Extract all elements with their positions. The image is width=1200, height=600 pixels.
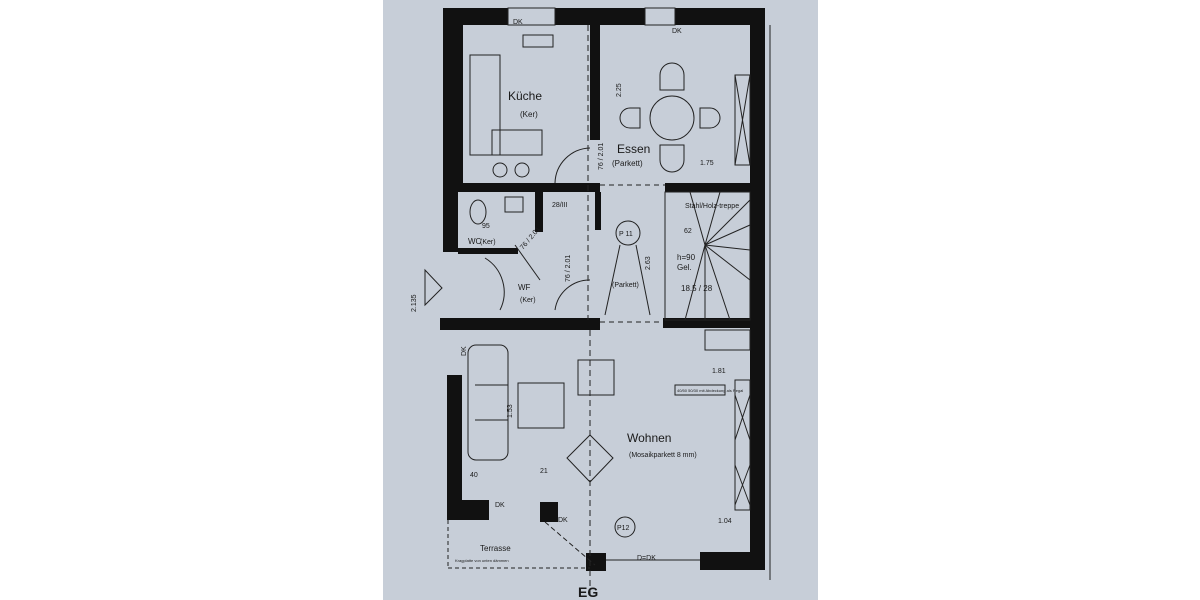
wall-bottom-right [700,552,765,570]
room-label-terrace: Terrasse [480,544,511,553]
kitchen-island [491,129,543,156]
dining-table [649,95,695,141]
dim-28: 28/III [552,202,568,209]
walls [440,8,765,571]
room-label-wf: WF [518,283,531,292]
wall-wc-bottom [458,248,518,254]
stair-treads [684,191,751,321]
window-element [734,379,751,511]
wall-right [750,8,765,570]
coffee-table [517,382,565,429]
kitchen-counter [469,54,501,156]
thin-lines [424,7,771,600]
radiator-fixture [704,329,751,351]
armchair [577,359,615,396]
room-label-wc: WC [468,237,482,246]
entrance-arrow [424,268,443,307]
stairs-height: h=90 [677,253,696,262]
wall-kitchen-dining [590,25,600,140]
marker-p11: P 11 [619,231,633,238]
room-label-kitchen: Küche [508,89,542,103]
window-kitchen [507,7,556,26]
hall-line [604,244,621,316]
dim-40: 40 [470,472,478,479]
wall-top-middle [555,8,645,25]
floor-label: EG [578,584,598,600]
terrace-door [544,521,596,566]
dim-62: 62 [684,228,692,235]
door-kitchen-dim: 76 / 2.01 [598,143,605,170]
stove-burner [492,162,508,178]
dk-label: DK [495,502,505,509]
door-swing-entrance [484,257,505,311]
door-swing-wf [554,279,591,311]
wall-kitchen-bottom [443,183,600,192]
dk-label: DK [513,19,523,26]
room-floor-wf: (Ker) [520,297,536,304]
toilet [469,199,487,225]
wall-wc-left [443,192,458,252]
dk-label: DK [558,517,568,524]
wall-living-top-right [663,318,765,328]
dim-95: 95 [482,223,490,230]
terrace-note: Kragplatte von unten dämmen [455,558,509,563]
hall-line [635,244,651,316]
dim-263: 2.63 [645,256,652,270]
wall-top-left [443,8,508,25]
window-element [734,74,751,166]
dk-label: DK [461,346,468,356]
labels: Küche (Ker) Essen (Parkett) WC (Ker) WF … [411,19,743,600]
wall-living-top-left [440,318,600,330]
wall-living-left [447,375,462,520]
dim-153: 1.53 [507,404,514,418]
room-label-dining: Essen [617,142,650,156]
wc-basin [504,196,524,213]
entrance-height: 2.135 [411,294,418,312]
wall-top-right [675,8,765,25]
armchair-rotated [566,434,614,483]
dining-chair [659,62,685,91]
dim-225: 2.25 [616,83,623,97]
beam-note-box [674,384,726,396]
door-wc [514,244,541,281]
door-swing-kitchen [554,147,591,184]
room-floor-dining: (Parkett) [612,159,643,168]
wall-bottom-pillar [586,553,606,571]
marker-p12: P12 [617,525,630,532]
dim-181: 1.81 [712,368,726,375]
d-dk-label: D=DK [637,555,656,562]
wall-living-corner [447,500,489,520]
wall-wc-right [535,192,543,232]
beam-note: 40/50 50/30 mit Abdeckung als Regal [677,388,743,393]
kitchen-sink [522,34,554,48]
dim-104: 1.04 [718,518,732,525]
stairs-ratio: 18.5 / 28 [681,284,713,293]
stairs-rail: Gel. [677,263,692,272]
wall-terrace-pillar [540,502,558,522]
dim-175: 1.75 [700,160,714,167]
wall-stairs-top [665,183,755,192]
wall-hall-left [595,192,601,230]
dk-label: DK [672,28,682,35]
marker-circle-p12 [614,516,636,538]
door-wf-dim: 76 / 2.01 [565,255,572,282]
room-floor-living: (Mosaikparkett 8 mm) [629,452,697,459]
staircase [664,191,751,321]
dim-21: 21 [540,468,548,475]
window-dining [644,7,676,26]
marker-circle-p11 [615,220,641,246]
stairs-label: Stahl/Holz-treppe [685,203,739,210]
dining-chair [659,144,685,173]
wall-left-upper [443,8,463,188]
room-label-living: Wohnen [627,431,671,445]
dining-chair [699,107,721,129]
sofa [467,344,509,461]
hall-floor: (Parkett) [612,282,639,289]
room-floor-kitchen: (Ker) [520,110,538,119]
room-floor-wc: (Ker) [480,239,496,246]
window-cross [734,74,751,166]
stove-burner [514,162,530,178]
dining-chair [619,107,641,129]
